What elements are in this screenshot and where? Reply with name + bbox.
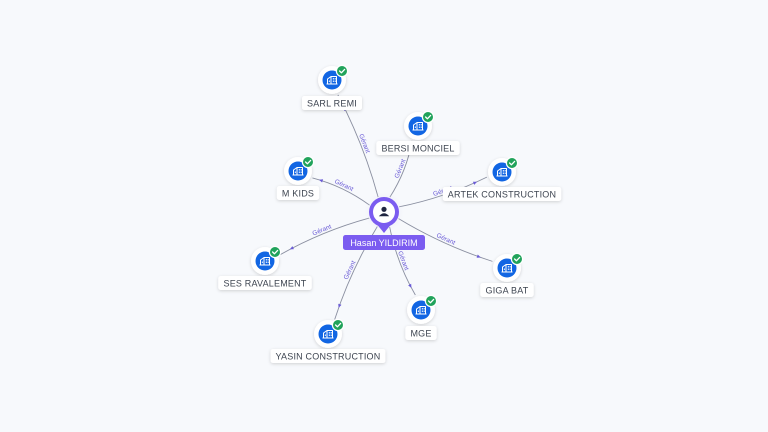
company-name-badge	[442, 187, 562, 201]
company-node-icon-bg	[411, 300, 431, 320]
company-node-icon-bg	[288, 161, 308, 181]
company-name-badge	[405, 326, 437, 340]
company-name: SARL REMI	[307, 98, 357, 108]
nodes-layer: SARL REMI BERSI MONCIEL ARTEK CONSTRUCTION…	[218, 64, 562, 363]
check-icon	[268, 245, 282, 259]
edge-arrowhead	[289, 246, 294, 250]
check-icon	[301, 155, 315, 169]
edge-arrowhead	[408, 283, 412, 288]
company-name: MGE	[410, 328, 431, 338]
edge-arrowhead	[472, 181, 478, 185]
company-node-yasin-construction[interactable]: YASIN CONSTRUCTION	[270, 318, 386, 363]
company-name-badge	[270, 349, 386, 363]
edge-label: Gérant	[333, 178, 354, 193]
company-node-icon-bg	[255, 251, 275, 271]
check-icon	[335, 64, 349, 78]
company-name-badge	[302, 96, 362, 110]
check-icon	[421, 110, 435, 124]
building-icon	[322, 330, 334, 339]
edge-line	[389, 226, 416, 296]
company-name-badge	[218, 276, 312, 290]
company-name: ARTEK CONSTRUCTION	[448, 189, 556, 199]
center-node-pin	[377, 225, 391, 233]
building-icon	[326, 76, 338, 85]
center-node[interactable]: Hasan YILDIRIM	[343, 192, 425, 250]
building-icon	[496, 168, 508, 177]
company-node-icon-bg	[322, 70, 342, 90]
check-icon	[331, 318, 345, 332]
edge-label: Gérant	[394, 158, 408, 179]
center-node-face	[373, 201, 395, 223]
edge-line	[279, 217, 370, 256]
check-icon	[510, 252, 524, 266]
center-label-text: Hasan YILDIRIM	[350, 238, 417, 248]
check-icon	[505, 156, 519, 170]
edge-line	[312, 177, 370, 206]
company-node-mge[interactable]: MGE	[405, 294, 438, 340]
edge-label: Gérant	[343, 260, 358, 281]
company-name: M KIDS	[282, 188, 314, 198]
edge-label: Gérant	[435, 232, 456, 247]
company-name-badge	[376, 141, 460, 155]
company-name: BERSI MONCIEL	[381, 143, 454, 153]
edge-arrowhead	[318, 179, 324, 183]
company-name-badge	[276, 186, 320, 200]
company-node-m-kids[interactable]: M KIDS	[276, 155, 320, 200]
company-node-icon-bg	[497, 258, 517, 278]
building-icon	[415, 306, 427, 315]
edge-label: Gérant	[396, 250, 410, 271]
person-icon	[378, 206, 390, 217]
building-icon	[412, 122, 424, 131]
building-icon	[501, 264, 513, 273]
building-icon	[292, 167, 304, 176]
edge-label: Gérant	[312, 223, 333, 237]
company-node-icon-bg	[408, 116, 428, 136]
company-name-badge	[480, 283, 534, 297]
company-node-icon-bg	[492, 162, 512, 182]
building-icon	[259, 257, 271, 266]
center-label-badge	[343, 235, 425, 250]
company-node-giga-bat[interactable]: GIGA BAT	[480, 252, 534, 297]
company-node-sarl-remi[interactable]: SARL REMI	[302, 64, 362, 110]
edge-m-kids: Gérant	[312, 177, 370, 206]
company-name: GIGA BAT	[486, 285, 529, 295]
company-name: SES RAVALEMENT	[224, 278, 307, 288]
edge-arrowhead	[338, 303, 342, 308]
company-node-ses-ravalement[interactable]: SES RAVALEMENT	[218, 245, 312, 290]
company-node-bersi-monciel[interactable]: BERSI MONCIEL	[376, 110, 460, 155]
company-name: YASIN CONSTRUCTION	[276, 351, 381, 361]
edge-arrowhead	[476, 254, 481, 258]
check-icon	[424, 294, 438, 308]
company-node-artek-construction[interactable]: ARTEK CONSTRUCTION	[442, 156, 562, 201]
edge-line	[398, 218, 493, 262]
edge-label: Gérant	[357, 133, 371, 154]
company-node-icon-bg	[318, 324, 338, 344]
